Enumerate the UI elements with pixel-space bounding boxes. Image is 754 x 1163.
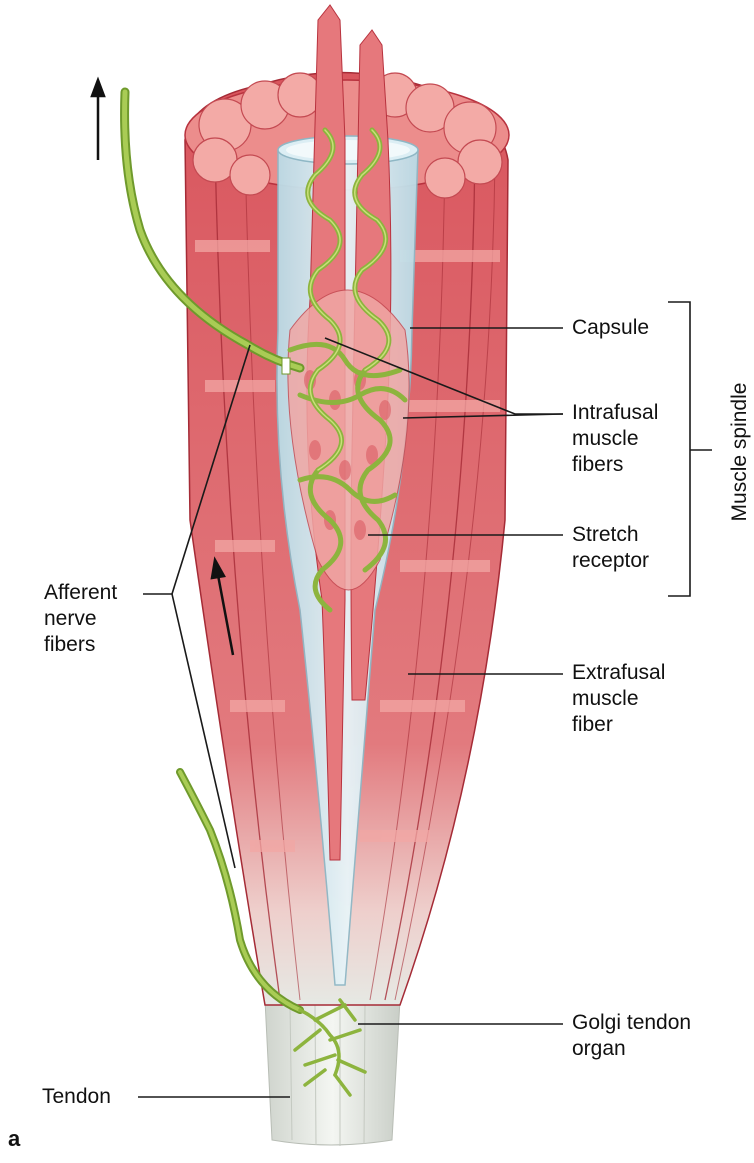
label-muscle-spindle: Muscle spindle xyxy=(728,372,752,532)
label-stretch-receptor: Stretch receptor xyxy=(572,522,649,574)
label-golgi-tendon-organ: Golgi tendon organ xyxy=(572,1010,691,1062)
label-capsule: Capsule xyxy=(572,315,649,341)
tendon xyxy=(265,1000,400,1146)
label-tendon: Tendon xyxy=(42,1084,111,1110)
label-intrafusal-muscle-fibers: Intrafusal muscle fibers xyxy=(572,400,658,478)
label-afferent-nerve-fibers: Afferent nerve fibers xyxy=(44,580,117,658)
panel-label: a xyxy=(8,1126,20,1152)
label-extrafusal-muscle-fiber: Extrafusal muscle fiber xyxy=(572,660,665,738)
